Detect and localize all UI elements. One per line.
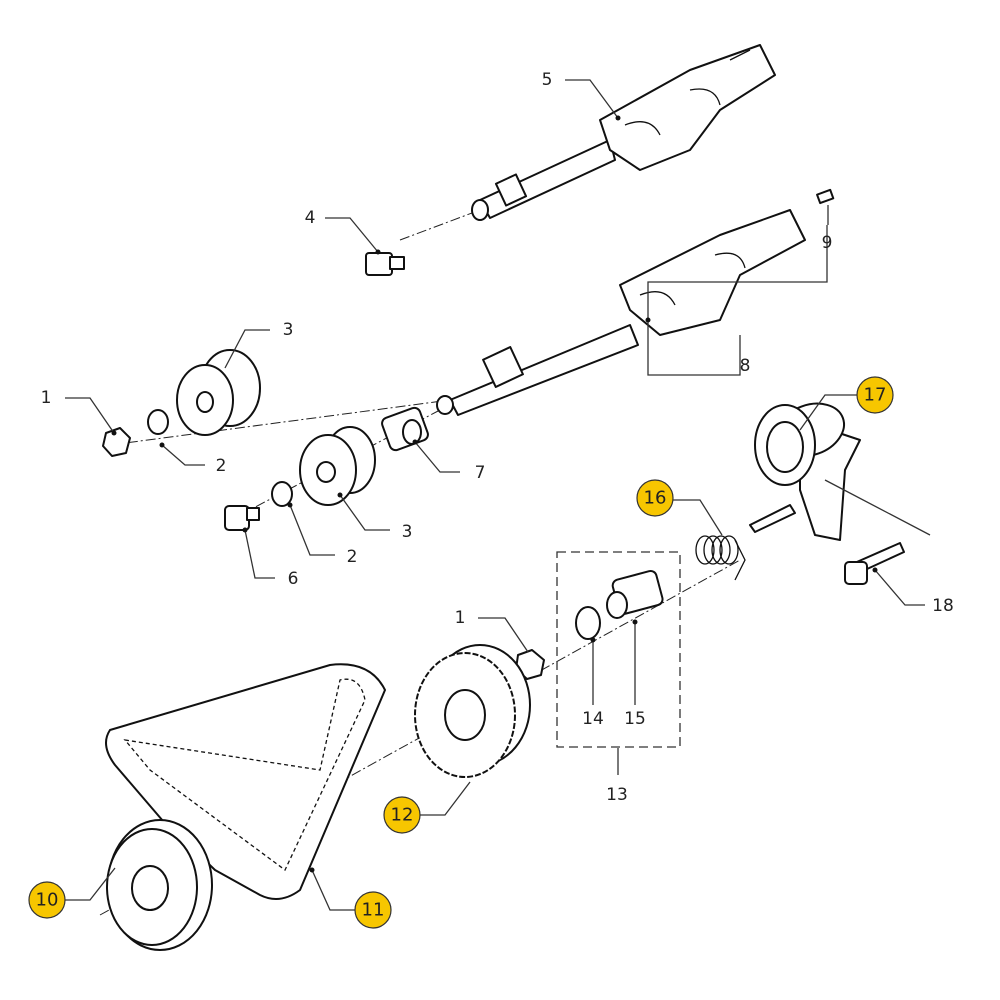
callout-14: 14 (582, 709, 604, 729)
callout-1-upper: 1 (41, 388, 52, 408)
callout-17-label: 17 (864, 385, 887, 406)
callout-13: 13 (606, 785, 628, 805)
pulley-3-lower (299, 426, 376, 506)
bush-15 (606, 569, 664, 619)
kit-13-box (556, 551, 681, 748)
callout-4: 4 (305, 208, 316, 228)
callout-9: 9 (822, 233, 833, 253)
callout-12-label: 12 (391, 805, 414, 826)
axis-line (109, 399, 451, 446)
tensioner-17 (749, 402, 861, 541)
callout-5: 5 (542, 70, 553, 90)
spring-16 (695, 535, 746, 581)
callout-18: 18 (932, 596, 954, 616)
pulley-3-upper (176, 349, 261, 436)
callout-16-label: 16 (644, 488, 667, 509)
bolt-4 (365, 252, 405, 276)
nut-1-upper (102, 427, 131, 457)
callout-15: 15 (624, 709, 646, 729)
callout-1-lower: 1 (455, 608, 466, 628)
callout-17[interactable]: 17 (856, 376, 894, 414)
crank-pulley-10 (106, 819, 213, 951)
callout-10[interactable]: 10 (28, 881, 66, 919)
timing-belt-11 (105, 663, 386, 900)
callout-6: 6 (288, 569, 299, 589)
bolt-6 (224, 505, 260, 531)
axis-line (399, 209, 481, 241)
bush-7 (381, 406, 429, 452)
callout-16[interactable]: 16 (636, 479, 674, 517)
callout-3-upper: 3 (283, 320, 294, 340)
callout-10-label: 10 (36, 890, 59, 911)
callout-11-label: 11 (362, 900, 385, 921)
washer-2-upper (147, 409, 169, 435)
callout-3-lower: 3 (402, 522, 413, 542)
bolt-18 (844, 542, 905, 585)
camshaft-gear-12 (414, 644, 531, 778)
washer-14 (575, 606, 601, 640)
callout-2-upper: 2 (216, 456, 227, 476)
callout-12[interactable]: 12 (383, 796, 421, 834)
camshaft-lower (436, 188, 835, 416)
callout-2-lower: 2 (347, 547, 358, 567)
camshaft-upper (471, 44, 776, 221)
leader-lines (65, 79, 931, 911)
callout-11[interactable]: 11 (354, 891, 392, 929)
callout-7: 7 (475, 463, 486, 483)
callout-8: 8 (740, 356, 751, 376)
washer-2-lower (271, 481, 293, 507)
